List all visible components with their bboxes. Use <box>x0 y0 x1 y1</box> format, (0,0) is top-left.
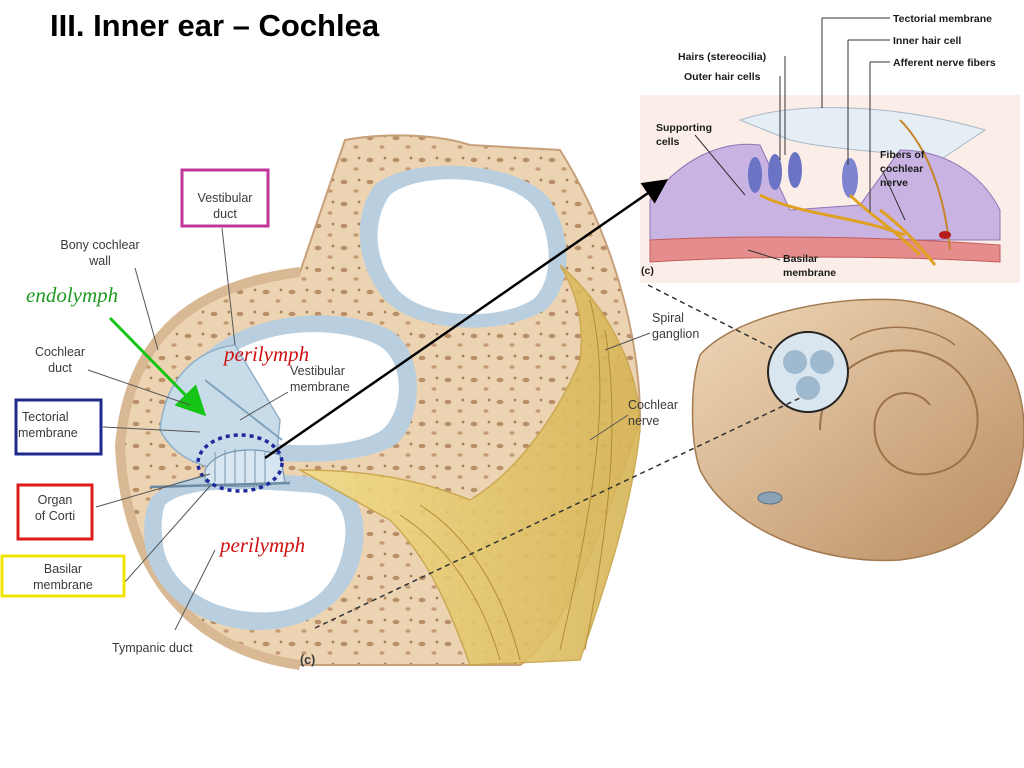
vestibular-duct-box <box>180 168 270 228</box>
inset-nerve-fibers <box>759 193 937 266</box>
cochlea-section: (c) <box>114 134 642 670</box>
shell-section-duct-a <box>783 350 807 374</box>
label-cochlear-nerve-1: Cochlear <box>628 398 678 412</box>
main-leader-lines <box>87 227 651 631</box>
shell-spiral-2 <box>849 326 956 346</box>
inset-label-basilar-2: membrane <box>783 267 836 279</box>
cochlea-shell-illustration <box>691 298 1024 562</box>
inset-label-fibers-3: nerve <box>880 177 908 189</box>
label-organ-of-corti-1: Organ <box>38 493 73 507</box>
label-vestibular-membrane-1: Vestibular <box>290 364 345 378</box>
nerve-fiber-lines <box>399 299 613 661</box>
inset-label-supporting-cells-1: Supporting <box>656 122 712 134</box>
connectors <box>108 179 801 629</box>
label-cochlear-nerve-2: nerve <box>628 414 659 428</box>
shell-spiral-1 <box>819 349 979 476</box>
inset-supporting-cells <box>649 143 1001 241</box>
tympanic-duct-lumen <box>161 489 346 613</box>
black-arrow <box>264 179 669 460</box>
label-tectorial-membrane-1: Tectorial <box>22 410 69 424</box>
basilar-membrane-box <box>0 554 126 598</box>
label-spiral-ganglion-1: Spiral <box>652 311 684 325</box>
inset-leader-lines <box>694 17 906 261</box>
outer-wall-rim <box>114 267 301 670</box>
label-bony-cochlear-wall-2: wall <box>88 254 111 268</box>
inset-label-supporting-cells-2: cells <box>656 136 680 148</box>
label-basilar-membrane-2: membrane <box>33 578 93 592</box>
annotation-endolymph: endolymph <box>26 283 118 307</box>
label-cochlear-duct-2: duct <box>48 361 72 375</box>
inset-label-afferent-nerve-fibers: Afferent nerve fibers <box>893 57 996 69</box>
tectorial-membrane-box <box>14 398 103 456</box>
organ-of-corti-stripes <box>214 449 266 485</box>
label-basilar-membrane-1: Basilar <box>44 562 82 576</box>
label-cochlear-duct-1: Cochlear <box>35 345 85 359</box>
inset-panel-letter: (c) <box>641 265 654 277</box>
shell-section-duct-c <box>796 376 820 400</box>
inset-basilar-membrane <box>649 236 1001 263</box>
label-bony-cochlear-wall-1: Bony cochlear <box>60 238 139 252</box>
inset-label-tectorial-membrane: Tectorial membrane <box>893 13 992 25</box>
shell-window <box>757 491 783 505</box>
inset-label-basilar-1: Basilar <box>783 253 818 265</box>
upper-turn-lumen <box>377 179 549 315</box>
label-vestibular-membrane-2: membrane <box>290 380 350 394</box>
highlight-dotted-ellipse <box>196 433 284 493</box>
panel-letter-main: (c) <box>300 653 315 667</box>
inset-hair-cells <box>748 152 858 198</box>
organ-of-corti-box <box>16 483 94 541</box>
organ-of-corti-inset: Tectorial membrane Inner hair cell Affer… <box>640 13 1020 283</box>
inset-label-fibers-1: Fibers of <box>880 149 925 161</box>
label-tympanic-duct: Tympanic duct <box>112 641 193 655</box>
inset-tectorial-membrane <box>738 107 987 161</box>
inset-label-hairs: Hairs (stereocilia) <box>678 51 766 63</box>
shell-section-duct-b <box>810 350 834 374</box>
annotation-perilymph-lower: perilymph <box>218 533 305 557</box>
inset-label-fibers-2: cochlear <box>880 163 923 175</box>
annotation-perilymph-upper: perilymph <box>222 342 309 366</box>
label-vestibular-duct-2: duct <box>213 207 237 221</box>
green-arrow <box>108 316 207 417</box>
shell-body <box>691 298 1024 562</box>
label-vestibular-duct-1: Vestibular <box>198 191 253 205</box>
cochlear-duct-shape <box>159 344 281 473</box>
inset-label-outer-hair-cells: Outer hair cells <box>684 71 761 83</box>
label-tectorial-membrane-2: membrane <box>18 426 78 440</box>
slide-title: III. Inner ear – Cochlea <box>50 8 380 43</box>
nerve-bundle <box>297 264 641 666</box>
vestibular-membrane-line <box>204 379 283 441</box>
inset-label-inner-hair-cell: Inner hair cell <box>893 35 961 47</box>
label-spiral-ganglion-2: ganglion <box>652 327 699 341</box>
label-organ-of-corti-2: of Corti <box>35 509 75 523</box>
inset-red-cell <box>939 231 951 239</box>
